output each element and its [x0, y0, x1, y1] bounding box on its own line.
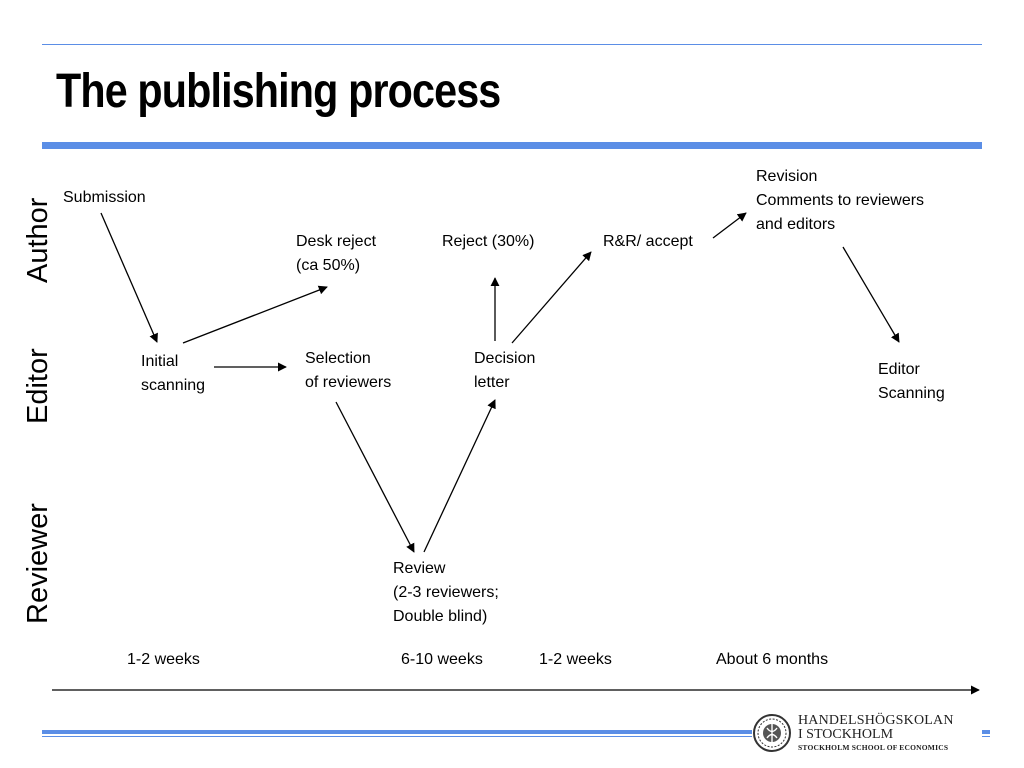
node-line: Submission: [63, 189, 146, 206]
arrow-decision-letter-to-rr-accept: [511, 251, 592, 344]
node-submission: Submission: [63, 186, 146, 210]
node-line: Initial: [141, 353, 179, 370]
school-seal-icon: [753, 714, 791, 752]
node-rr-accept: R&R/ accept: [603, 230, 693, 254]
node-desk-reject: Desk reject (ca 50%): [296, 230, 376, 278]
node-review: Review (2-3 reviewers; Double blind): [393, 557, 499, 629]
node-selection-of-reviewers: Selection of reviewers: [305, 347, 391, 395]
node-line: (ca 50%): [296, 257, 361, 274]
timeline-label-1: 1-2 weeks: [127, 651, 200, 668]
node-line: Decision: [474, 350, 536, 367]
logo-text-line3: STOCKHOLM SCHOOL OF ECONOMICS: [798, 742, 949, 752]
node-line: scanning: [141, 377, 206, 394]
node-line: of reviewers: [305, 374, 392, 391]
node-reject: Reject (30%): [442, 230, 534, 254]
node-line: Double blind): [393, 608, 488, 625]
node-line: Desk reject: [296, 233, 377, 250]
arrow-rr-accept-to-revision: [712, 212, 747, 239]
arrow-submission-to-initial-scanning: [100, 212, 158, 343]
timeline-label-4: About 6 months: [716, 651, 829, 668]
node-line: (2-3 reviewers;: [393, 584, 499, 601]
title-divider: [42, 142, 982, 149]
footer-divider-thin: [42, 736, 990, 737]
node-line: R&R/ accept: [603, 233, 693, 250]
logo-text-line1: HANDELSHÖGSKOLAN: [798, 712, 954, 728]
arrow-initial-scanning-to-desk-reject: [182, 285, 328, 344]
node-line: Reject (30%): [442, 233, 535, 250]
timeline-label-3: 1-2 weeks: [539, 651, 612, 668]
node-initial-scanning: Initial scanning: [141, 350, 205, 398]
node-line: Editor: [878, 361, 920, 378]
arrow-selection-to-review: [335, 401, 415, 553]
school-logo: HANDELSHÖGSKOLAN I STOCKHOLM STOCKHOLM S…: [752, 706, 982, 760]
node-line: Selection: [305, 350, 371, 367]
arrow-review-to-decision-letter: [423, 399, 496, 553]
node-decision-letter: Decision letter: [474, 347, 535, 395]
footer-divider-thick: [42, 730, 990, 734]
node-line: Revision: [756, 168, 818, 185]
node-line: Comments to reviewers: [756, 192, 925, 209]
page-title: The publishing process: [56, 65, 501, 118]
node-line: and editors: [756, 216, 836, 233]
node-line: letter: [474, 374, 510, 391]
arrow-revision-to-editor-scanning: [842, 246, 900, 343]
top-divider: [42, 44, 982, 45]
node-line: Scanning: [878, 385, 945, 402]
timeline-label-2: 6-10 weeks: [401, 651, 483, 668]
node-line: Review: [393, 560, 446, 577]
logo-text-line2: I STOCKHOLM: [798, 726, 894, 742]
